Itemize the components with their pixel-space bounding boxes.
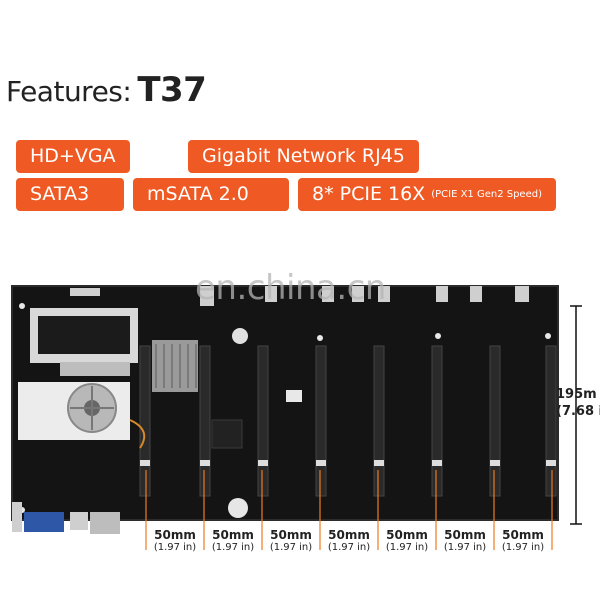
motherboard-image — [0, 280, 600, 600]
hdmi-port — [70, 512, 88, 530]
pcie-slot-2 — [199, 345, 211, 497]
page-title: Features:T37 — [6, 70, 207, 110]
pcie-slot-7 — [489, 345, 501, 497]
slot-spacing-1: 50mm(1.97 in) — [153, 528, 197, 553]
feature-chip-msata: mSATA 2.0 — [133, 178, 289, 211]
pcie-slot-5 — [373, 345, 385, 497]
board-height-label: 195m (7.68 i — [556, 387, 600, 419]
slot-spacing-3: 50mm(1.97 in) — [269, 528, 313, 553]
pcie-slot-1 — [139, 345, 151, 497]
feature-chip-pcie: 8* PCIE 16X(PCIE X1 Gen2 Speed) — [298, 178, 556, 211]
vga-port — [24, 512, 64, 532]
power-connector — [70, 288, 100, 296]
pcie-slot-8 — [545, 345, 557, 497]
slot-spacing-2: 50mm(1.97 in) — [211, 528, 255, 553]
top-connector-3 — [322, 286, 334, 302]
label-sticker — [286, 390, 302, 402]
model-name: T37 — [137, 70, 207, 110]
top-connector-8 — [515, 286, 529, 302]
top-connector-1 — [200, 286, 214, 306]
capacitor-2 — [228, 498, 248, 518]
slot-spacing-7: 50mm(1.97 in) — [501, 528, 545, 553]
top-connector-4 — [352, 286, 364, 302]
pcie-slot-3 — [257, 345, 269, 497]
controller-chip — [211, 419, 243, 449]
chipset-heatsink — [152, 340, 198, 392]
features-label: Features: — [6, 75, 132, 108]
watermark-text: en.china.cn — [195, 268, 386, 308]
capacitor-1 — [232, 328, 248, 344]
pcie-slot-4 — [315, 345, 327, 497]
pcie-slot-6 — [431, 345, 443, 497]
feature-chip-sata3: SATA3 — [16, 178, 124, 211]
usb-port — [12, 502, 22, 532]
slot-spacing-6: 50mm(1.97 in) — [443, 528, 487, 553]
feature-chip-hd-vga: HD+VGA — [16, 140, 130, 173]
top-connector-7 — [470, 286, 482, 302]
top-connector-2 — [265, 286, 277, 302]
slot-spacing-4: 50mm(1.97 in) — [327, 528, 371, 553]
rj45-port — [90, 512, 120, 534]
motherboard-illustration — [11, 285, 582, 550]
slot-spacing-5: 50mm(1.97 in) — [385, 528, 429, 553]
feature-chip-network: Gigabit Network RJ45 — [188, 140, 419, 173]
top-connector-5 — [378, 286, 390, 302]
top-connector-6 — [436, 286, 448, 302]
